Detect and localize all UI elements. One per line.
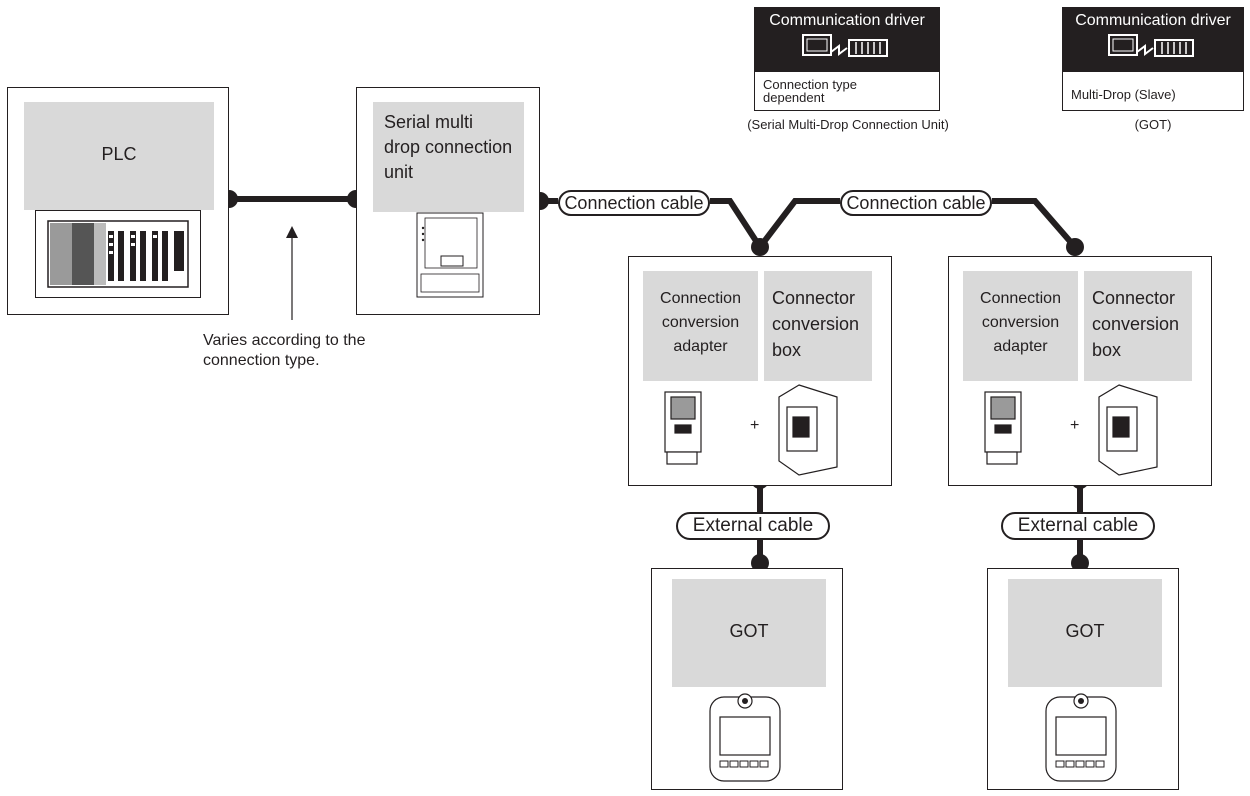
serial-unit-label: Serial multi drop connection unit [384, 112, 513, 182]
driver-caption-unit: (Serial Multi-Drop Connection Unit) [747, 117, 949, 132]
got-device-image [709, 693, 781, 782]
driver-body: Connection type dependent [763, 77, 857, 105]
got-device-image [1045, 693, 1117, 782]
driver-caption-got: (GOT) [1134, 117, 1172, 132]
driver-header: Communication driver [1063, 8, 1243, 72]
driver-title: Communication driver [1075, 12, 1231, 29]
driver-box-unit: Communication driver Connection type dep… [754, 7, 940, 111]
driver-body: Multi-Drop (Slave) [1071, 87, 1176, 102]
got-label-bg: GOT [1008, 579, 1162, 687]
box-label: Connector conversion box [772, 288, 860, 360]
driver-box-got: Communication driver Multi-Drop (Slave) [1062, 7, 1244, 111]
communication-driver-icon [1108, 34, 1194, 57]
driver-title: Communication driver [769, 12, 925, 29]
got-box-2: GOT [987, 568, 1179, 790]
got-label: GOT [729, 621, 769, 641]
got-box-1: GOT [651, 568, 843, 790]
connection-cable-2-path [992, 198, 1078, 249]
plus-sign: + [1070, 417, 1080, 434]
adapter-box-2: Connection conversion adapter Connector … [948, 256, 1212, 486]
got-label-bg: GOT [672, 579, 826, 687]
adapter-devices-image [984, 384, 1158, 476]
note-arrowhead [286, 226, 298, 238]
plus-sign: + [750, 417, 760, 434]
got2-port [1071, 554, 1089, 572]
adapter-devices-image [664, 384, 838, 476]
connection-type-note: Varies according to the connection type. [203, 332, 366, 369]
external-cable-label-2: External cable [1001, 512, 1155, 540]
plc-image-frame [35, 210, 201, 298]
connection-cable-label-2: Connection cable [840, 190, 992, 216]
external-cable-label-1: External cable [676, 512, 830, 540]
serial-unit-label-bg: Serial multi drop connection unit [373, 102, 524, 212]
serial-unit-image [416, 212, 484, 298]
box-label-bg: Connector conversion box [1084, 271, 1192, 381]
box-label: Connector conversion box [1092, 288, 1180, 360]
adapter-box-1: Connection conversion adapter Connector … [628, 256, 892, 486]
plc-label: PLC [101, 144, 137, 164]
plc-device-image [47, 220, 189, 288]
driver-header: Communication driver [755, 8, 939, 72]
adapter-label-bg: Connection conversion adapter [963, 271, 1078, 381]
box-label-bg: Connector conversion box [764, 271, 872, 381]
adapter1-port [751, 238, 769, 256]
connection-cable-1-path [710, 198, 840, 253]
serial-unit-box: Serial multi drop connection unit [356, 87, 540, 315]
adapter-label-bg: Connection conversion adapter [643, 271, 758, 381]
plc-box: PLC [7, 87, 229, 315]
communication-driver-icon [802, 34, 888, 57]
got1-port [751, 554, 769, 572]
plc-label-bg: PLC [24, 102, 214, 210]
got-label: GOT [1065, 621, 1105, 641]
adapter-label: Connection conversion adapter [980, 290, 1061, 355]
connection-cable-label-1: Connection cable [558, 190, 710, 216]
adapter-label: Connection conversion adapter [660, 290, 741, 355]
adapter2-port [1066, 238, 1084, 256]
